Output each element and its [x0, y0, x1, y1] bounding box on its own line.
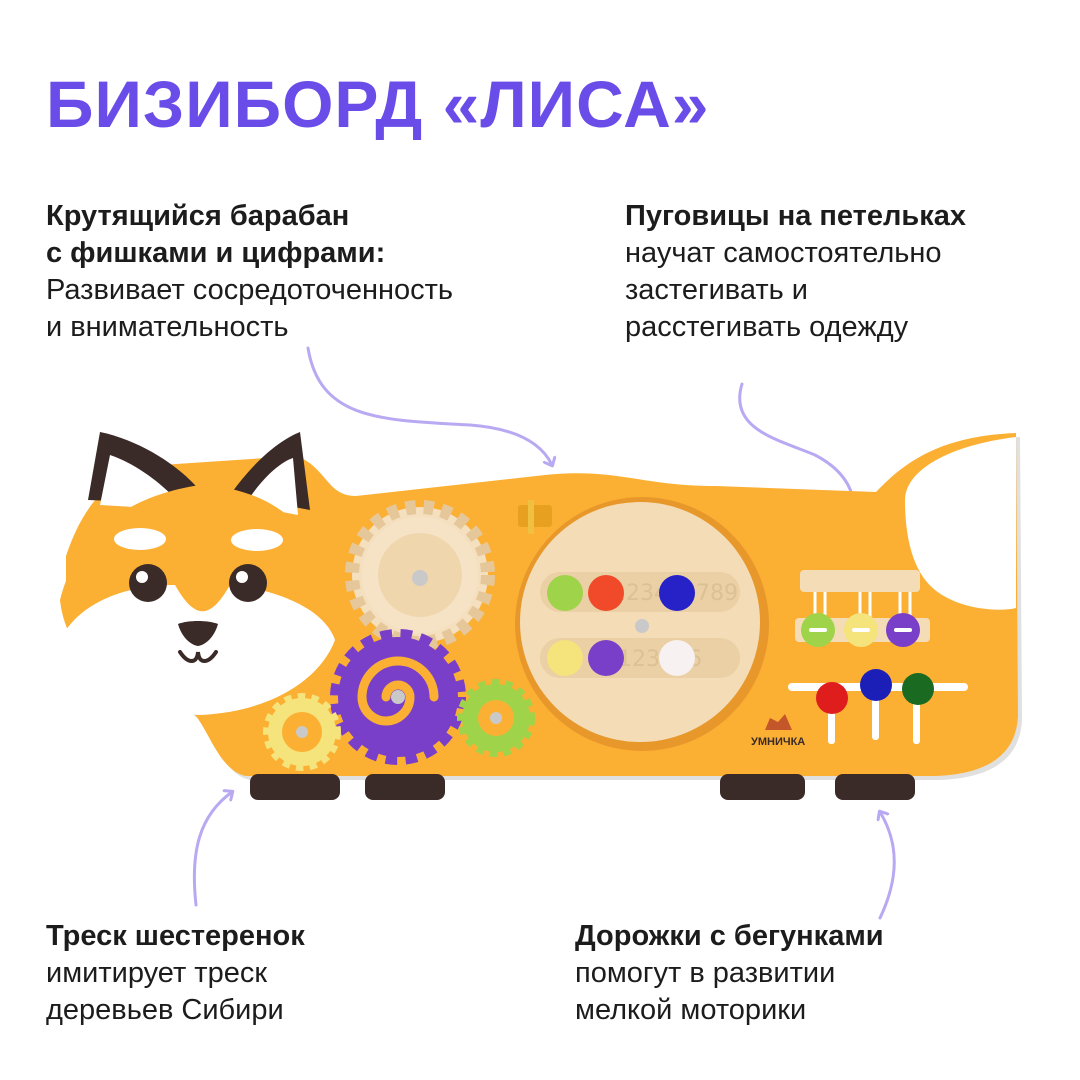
feature-heading: Треск шестеренок — [46, 920, 305, 952]
feature-gears: Треск шестеренок имитирует треск деревье… — [46, 918, 305, 1029]
gear-purple — [330, 629, 466, 765]
feature-heading: Дорожки с бегунками — [575, 920, 884, 952]
feature-text: научат самостоятельно — [625, 237, 942, 269]
feature-text: Развивает сосредоточенность — [46, 274, 454, 306]
arrow-drum — [306, 346, 552, 465]
feature-text: деревьев Сибири — [46, 994, 284, 1026]
brand-logo: УМНИЧКА — [751, 714, 805, 748]
page-title: БИЗИБОРД «ЛИСА» — [46, 67, 710, 141]
arrow-sliders — [880, 812, 896, 920]
feature-text: имитирует треск — [46, 957, 268, 989]
latch-icon — [518, 500, 552, 534]
feature-text: мелкой моторики — [575, 994, 807, 1026]
arrow-gears — [192, 792, 232, 907]
feature-buttons: Пуговицы на петельках научат самостоятел… — [625, 198, 966, 346]
feature-text: расстегивать одежду — [625, 311, 909, 343]
slider-tracks — [788, 669, 968, 744]
feature-text: помогут в развитии — [575, 957, 836, 989]
board-feet — [250, 774, 915, 800]
gear-lime — [457, 679, 535, 757]
fox-head — [60, 432, 335, 715]
feature-text: и внимательность — [46, 311, 289, 343]
gear-beige — [345, 500, 495, 650]
feature-heading: Пуговицы на петельках — [625, 200, 967, 232]
feature-sliders: Дорожки с бегунками помогут в развитии м… — [575, 918, 884, 1029]
feature-text: застегивать и — [625, 274, 809, 306]
spinning-drum: 123456789 123456 — [515, 497, 769, 751]
arrow-buttons — [738, 382, 854, 505]
feature-drum: Крутящийся барабан с фишками и цифрами: … — [46, 198, 453, 346]
feature-heading: с фишками и цифрами: — [46, 237, 386, 269]
gear-yellow — [263, 693, 341, 771]
brand-logo-text: УМНИЧКА — [751, 736, 805, 748]
feature-heading: Крутящийся барабан — [46, 200, 350, 232]
button-loops — [795, 570, 930, 647]
